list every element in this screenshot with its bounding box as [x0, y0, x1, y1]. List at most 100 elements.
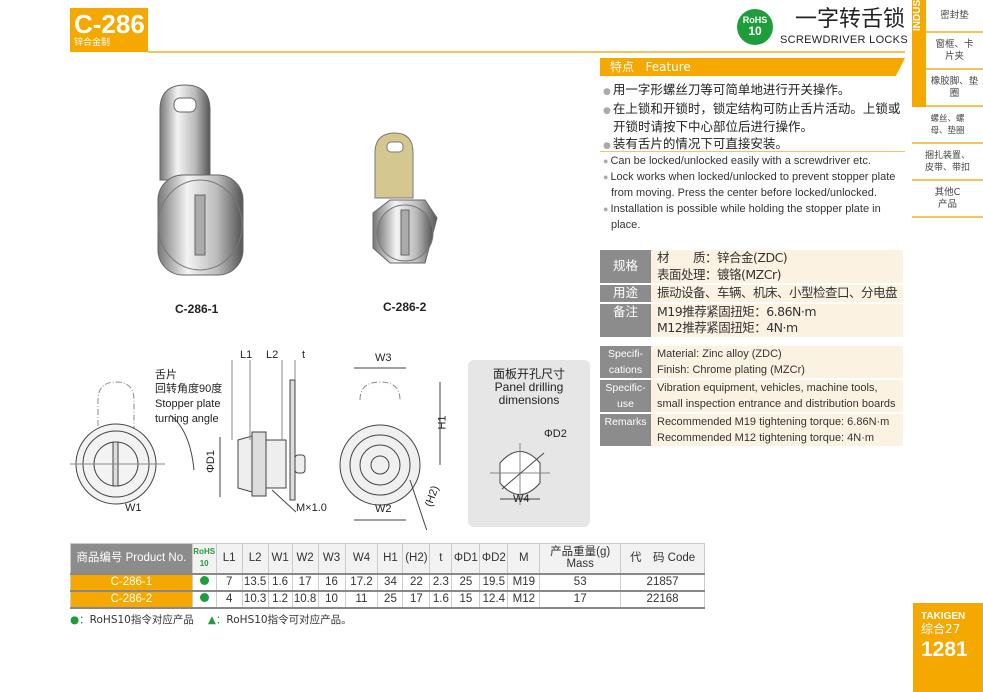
sidebar-item-seals[interactable]: 密封垫 — [926, 0, 983, 33]
table-cell: 34 — [377, 573, 404, 591]
table-cell: M19 — [507, 573, 541, 591]
feature-item: ●Can be locked/unlocked easily with a sc… — [603, 153, 908, 169]
sidebar-label: 其他C产品 — [934, 186, 961, 210]
spec-table-cn: 规格材 质：锌合金(ZDC)表面处理：镀铬(MZCr) 用途振动设备、车辆、机床… — [600, 250, 903, 339]
rohs-number: 10 — [748, 24, 762, 38]
panel-drilling-box: 面板开孔尺寸 Panel drilling dimensions ΦD2 W4 — [468, 360, 590, 527]
divider — [600, 151, 905, 152]
product-code-badge: C-286 锌合金制 — [70, 8, 148, 52]
feature-label-en: Feature — [645, 60, 691, 74]
sidebar-item-binding[interactable]: 捆扎装置、皮带、带扣 — [912, 144, 983, 181]
feature-list-cn: ●用一字形螺丝刀等可简单地进行开关操作。 ●在上锁和开锁时，锁定结构可防止舌片活… — [603, 82, 908, 154]
table-cell: 17.2 — [344, 573, 379, 591]
panel-hole-drawing — [490, 443, 550, 505]
catalog-name: 综合27 — [921, 622, 961, 636]
table-cell: 12.4 — [479, 590, 509, 608]
rohs-status — [191, 573, 217, 591]
product-photo-c286-1 — [157, 84, 244, 276]
product-number: C-286-1 — [70, 573, 193, 591]
header-divider — [148, 51, 905, 53]
rohs-text: RoHS — [742, 15, 768, 25]
feature-label-cn: 特点 — [610, 60, 635, 74]
technical-drawing — [70, 360, 441, 530]
dim-w3: W3 — [375, 352, 392, 364]
turning-label: turning angle — [155, 413, 219, 425]
product-photo-c286-2 — [372, 132, 438, 264]
spec-value: Material: Zinc alloy (ZDC) — [657, 348, 782, 360]
sidebar-item-rubber-feet[interactable]: 橡胶脚、垫圈 — [926, 70, 983, 107]
spec-label: 用途 — [600, 284, 651, 304]
page-footer: TAKIGEN 综合27 1281 — [913, 603, 983, 692]
bullet-icon: ● — [603, 140, 611, 151]
column-header: ΦD2 — [479, 543, 509, 574]
column-header: 产品重量(g) Mass — [539, 543, 622, 574]
photo-label: C-286-1 — [175, 302, 219, 316]
table-cell: 10 — [317, 590, 346, 608]
brand: TAKIGEN — [921, 611, 966, 622]
feature-text: 用一字形螺丝刀等可简单地进行开关操作。 — [612, 82, 851, 97]
table-cell: 17 — [291, 573, 319, 591]
column-header: t — [429, 543, 453, 574]
table-cell: 25 — [451, 573, 481, 591]
sidebar-tab-industrial[interactable]: INDUS — [912, 0, 926, 107]
feature-header: 特点 Feature — [600, 58, 905, 76]
spec-value: M12推荐紧固扭矩：4N·m — [657, 320, 798, 335]
spec-label: 备注 — [600, 302, 651, 339]
dim-d1: ΦD1 — [204, 450, 217, 473]
spec-value: Vibration equipment, vehicles, machine t… — [657, 382, 896, 410]
sidebar-item-other[interactable]: 其他C产品 — [912, 181, 983, 218]
legend: ●：RoHS10指令对应产品▲：RoHS10指令可对应产品。 — [70, 612, 352, 627]
column-header: 商品编号 Product No. — [70, 543, 193, 574]
rohs-dot-icon — [199, 576, 209, 585]
material-label: 锌合金制 — [74, 38, 111, 48]
feature-text: Lock works when locked/unlocked to preve… — [610, 171, 896, 199]
column-header: W1 — [267, 543, 293, 574]
sidebar-label: 捆扎装置、皮带、带扣 — [924, 150, 970, 173]
table-cell: 1.6 — [429, 590, 453, 608]
column-header: M — [507, 543, 541, 574]
table-cell: 17 — [402, 590, 431, 608]
table-cell: 16 — [317, 573, 346, 591]
sidebar-item-window-frames[interactable]: 窗框、卡片夹 — [926, 33, 983, 70]
column-header: 代 码 Code — [620, 543, 705, 574]
spec-label: Specific-use — [600, 379, 651, 414]
table-cell: 22168 — [620, 590, 705, 608]
bullet-icon: ● — [603, 105, 611, 116]
dim-w2: W2 — [375, 503, 392, 515]
side-view — [219, 360, 306, 513]
table-cell: 10.3 — [241, 590, 269, 608]
sidebar-item-screws[interactable]: 螺丝、螺母、垫圈 — [912, 107, 983, 144]
table-cell: 11 — [344, 590, 379, 608]
panel-title-cn: 面板开孔尺寸 — [492, 367, 565, 381]
column-header: L2 — [241, 543, 269, 574]
feature-text: Installation is possible while holding t… — [610, 203, 881, 231]
title-en: SCREWDRIVER LOCKS — [780, 34, 908, 46]
table-cell: 19.5 — [479, 573, 509, 591]
legend-circle: ●：RoHS10指令对应产品 — [70, 614, 194, 626]
rear-view — [339, 367, 441, 530]
dim-d2: ΦD2 — [544, 428, 567, 440]
table-cell: 25 — [377, 590, 404, 608]
sidebar-label: 橡胶脚、垫圈 — [930, 75, 979, 99]
angle-label: 回转角度90度 — [155, 383, 223, 395]
thread-label: M×1.0 — [296, 502, 327, 514]
product-code: C-286 — [74, 9, 145, 39]
column-header: ΦD1 — [451, 543, 481, 574]
bullet-icon: ● — [603, 156, 609, 166]
table-cell: M12 — [507, 590, 541, 608]
feature-list-en: ●Can be locked/unlocked easily with a sc… — [603, 153, 908, 233]
feature-text: 装有舌片的情况下可直接安装。 — [612, 135, 788, 151]
dim-l1: L1 — [240, 349, 253, 361]
table-cell: 2.3 — [429, 573, 453, 591]
table-cell: 17 — [539, 590, 622, 608]
column-header: W2 — [291, 543, 319, 574]
panel-title-en: dimensions — [498, 393, 560, 407]
bullet-icon: ● — [603, 172, 609, 182]
spec-label: Specifi-cations — [600, 346, 651, 380]
column-header: W4 — [344, 543, 379, 574]
feature-text: Can be locked/unlocked easily with a scr… — [610, 155, 871, 167]
table-cell: 53 — [539, 573, 622, 591]
